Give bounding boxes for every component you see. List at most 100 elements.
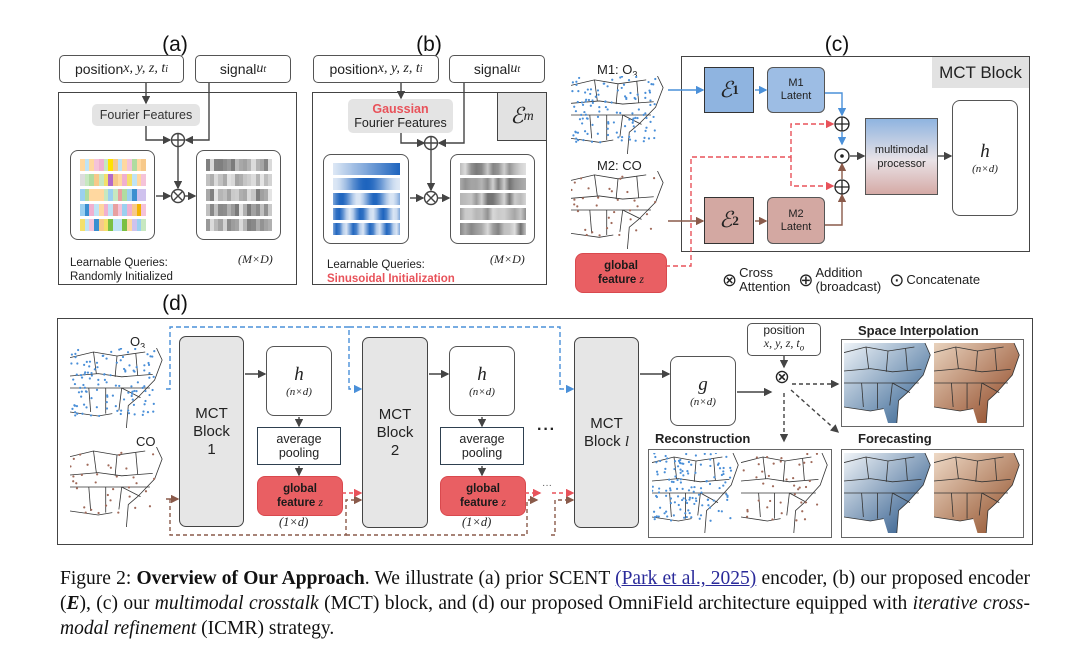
map-drawing <box>652 453 739 533</box>
output-token-row <box>206 219 272 231</box>
legend-cross-line2: Attention <box>739 279 791 294</box>
space-interpolation-panel <box>841 339 1024 427</box>
reconstruction-panel <box>648 449 832 538</box>
blockl-line2: Block <box>583 432 625 450</box>
cross-attention-node-a <box>170 188 186 204</box>
caption-text-2: encoder, (b) our proposed encoder ( <box>60 568 1030 614</box>
position-math: x, y, z, t <box>123 61 166 76</box>
signal-sup: t <box>263 63 267 75</box>
o3-text: O <box>130 334 141 349</box>
global-feature-2: global feature z <box>440 476 526 516</box>
m1-label-sub: 3 <box>632 69 638 80</box>
m1-latent-box: M1 Latent <box>767 67 825 113</box>
citation-link[interactable]: (Park et al., 2025) <box>615 568 757 589</box>
global-math: z <box>639 274 645 286</box>
output-tokens-matrix-a <box>196 150 281 240</box>
output-token-row <box>206 189 272 201</box>
caption-text-3: ), (c) our <box>79 593 155 614</box>
map-drawing <box>70 447 163 527</box>
enc1-sub: 1 <box>732 82 739 97</box>
map-drawing <box>844 453 931 533</box>
enc2-sub: 2 <box>732 212 739 228</box>
sinusoidal-query-row <box>333 208 400 220</box>
caption-text-4: (MCT) block, and (d) our proposed OmniFi… <box>318 593 913 614</box>
g-dim: (n×d) <box>690 396 716 408</box>
queries-caption-a-line2: Randomly Initialized <box>70 271 173 283</box>
mct-block-2: MCT Block 2 <box>362 337 428 528</box>
co-station-map <box>571 171 665 249</box>
map-drawing <box>844 343 931 423</box>
legend-concat-label: Concatenate <box>906 272 981 287</box>
g1-line2: feature <box>276 497 319 509</box>
multimodal-processor-box: multimodal processor <box>865 118 938 195</box>
query-token-row <box>80 159 147 171</box>
g-output-box: g (n×d) <box>670 356 736 426</box>
position-sub: i <box>165 63 169 75</box>
caption-prefix: Figure 2: <box>60 568 137 589</box>
query-token-row <box>80 189 147 201</box>
co-input-map <box>70 447 164 527</box>
legend-item-addition: ⊕ Addition(broadcast) <box>798 266 881 294</box>
space-interpolation-title: Space Interpolation <box>858 323 979 338</box>
encoder-sub: m <box>523 108 534 124</box>
h-box-1: h (n×d) <box>266 346 332 416</box>
block1-line2: Block <box>193 422 230 440</box>
output-token-row-b <box>460 193 526 205</box>
queries-caption-b: Learnable Queries: Sinusoidal Initializa… <box>327 258 455 286</box>
gaussian-fourier-box: Gaussian Fourier Features <box>348 99 453 133</box>
m1-latent-line1: M1 <box>788 77 804 89</box>
h-dim-c: (n×d) <box>972 163 998 175</box>
pool2-line1: average <box>459 432 505 446</box>
average-pooling-1: average pooling <box>257 427 341 465</box>
m2-map-label: M2: CO <box>597 158 642 173</box>
block2-line3: 2 <box>390 441 400 459</box>
query-position-box: position x, y, z, to <box>747 323 821 356</box>
queries-caption-b-line1: Learnable Queries: <box>327 259 425 271</box>
figure-caption: Figure 2: Overview of Our Approach. We i… <box>60 566 1030 641</box>
forecasting-title: Forecasting <box>858 431 932 446</box>
processor-line1: multimodal <box>874 143 929 156</box>
path-ellipsis: ··· <box>542 480 552 491</box>
panel-c-label: (c) <box>824 33 850 56</box>
average-pooling-2: average pooling <box>440 427 524 465</box>
h-box-2: h (n×d) <box>449 346 515 416</box>
o3-map-label-d: O3 <box>130 334 145 352</box>
output-token-row <box>206 174 272 186</box>
position-sub-b: i <box>419 63 423 75</box>
o3-sub: 3 <box>140 341 146 352</box>
recon-co-map <box>741 453 829 533</box>
signal-text-b: signal <box>473 61 511 77</box>
global-dim-2: (1×d) <box>462 515 492 529</box>
reconstruction-title: Reconstruction <box>655 431 751 446</box>
decoder-cross-attention-icon: ⊗ <box>774 367 790 388</box>
caption-encoder-symbol: E <box>66 593 80 614</box>
query-sub: o <box>799 342 805 353</box>
output-tokens-matrix-b <box>450 154 535 244</box>
caption-text-1: . We illustrate (a) prior SCENT <box>364 568 616 589</box>
map-drawing <box>571 76 664 154</box>
global-line2: feature <box>597 274 640 286</box>
blockl-math: l <box>624 433 630 450</box>
cross-attention-icon: ⊗ <box>722 270 738 290</box>
sinusoidal-query-row <box>333 178 400 190</box>
o3-input-map <box>70 348 164 428</box>
enc1-symbol: ℰ <box>719 77 733 103</box>
legend-add-line1: Addition <box>815 265 863 280</box>
concatenate-icon: ⊙ <box>889 270 905 290</box>
query-token-row <box>80 174 147 186</box>
block2-line2: Block <box>376 423 414 441</box>
position-math-b: x, y, z, t <box>377 61 420 76</box>
panel-b-label: (b) <box>416 33 442 56</box>
forecast-co-field <box>934 453 1021 533</box>
pool2-line2: pooling <box>461 446 503 460</box>
forecast-o3-field <box>844 453 932 533</box>
